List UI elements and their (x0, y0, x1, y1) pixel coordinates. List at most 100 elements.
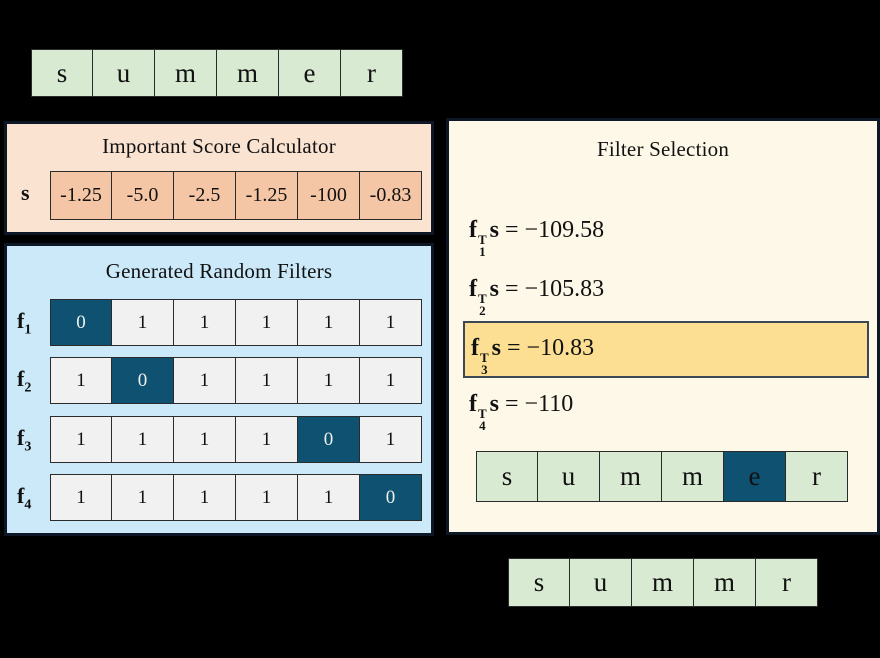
vector-f: f (469, 391, 477, 417)
filter-cell-zero: 0 (360, 474, 422, 521)
filter-label-letter: f (17, 425, 25, 450)
superscript-T: T (478, 232, 487, 247)
generated-random-filters-panel: Generated Random Filters f1 0 1 1 1 1 1 … (4, 243, 434, 536)
score-cell: -1.25 (50, 171, 112, 220)
filter-cell: 1 (112, 474, 174, 521)
filter-cell: 1 (174, 357, 236, 404)
letter-cell: e (279, 49, 341, 97)
selection-panel-title: Filter Selection (596, 137, 730, 161)
filter-cell: 1 (50, 416, 112, 463)
filter-cell: 1 (112, 416, 174, 463)
filter-label-letter: f (17, 366, 25, 391)
score-cell: -2.5 (174, 171, 236, 220)
top-word-row: s u m m e r (31, 49, 403, 97)
filter-cell: 1 (236, 357, 298, 404)
filter-cell: 1 (360, 416, 422, 463)
score-panel-title: Important Score Calculator (102, 134, 336, 158)
letter-cell: r (786, 451, 848, 502)
score-row: -1.25 -5.0 -2.5 -1.25 -100 -0.83 (50, 171, 422, 220)
filter-cell: 1 (174, 474, 236, 521)
superscript-T: T (480, 350, 489, 365)
letter-cell: m (662, 451, 724, 502)
vector-f: f (469, 276, 477, 302)
filter-cell: 1 (174, 299, 236, 346)
important-score-calculator-panel: Important Score Calculator s -1.25 -5.0 … (4, 121, 434, 235)
filter-row-f4: 1 1 1 1 1 0 (50, 474, 422, 521)
letter-cell: m (632, 558, 694, 607)
score-row-label: s (21, 180, 30, 205)
letter-cell: s (476, 451, 538, 502)
filter-cell: 1 (50, 357, 112, 404)
filter-row-f1: 0 1 1 1 1 1 (50, 299, 422, 346)
letter-cell: m (694, 558, 756, 607)
filter-cell: 1 (298, 474, 360, 521)
bottom-word-row: s u m m r (508, 558, 818, 607)
filter-label-letter: f (17, 308, 25, 333)
filter-cell-zero: 0 (50, 299, 112, 346)
selection-word-row: s u m m e r (476, 451, 848, 502)
letter-cell: u (570, 558, 632, 607)
filter-cell-zero: 0 (298, 416, 360, 463)
subscript-index: 1 (479, 244, 486, 260)
score-cell: -0.83 (360, 171, 422, 220)
equation-result: = −10.83 (507, 335, 595, 361)
filter-label-index: 1 (24, 322, 32, 338)
filter-row-f2: 1 0 1 1 1 1 (50, 357, 422, 404)
vector-f: f (469, 217, 477, 243)
vector-s: s (491, 335, 502, 361)
letter-cell: r (341, 49, 403, 97)
subscript-index: 2 (479, 303, 486, 319)
filter-cell: 1 (174, 416, 236, 463)
equation-result: = −105.83 (505, 276, 605, 302)
equation-result: = −110 (505, 391, 574, 417)
letter-cell: m (600, 451, 662, 502)
filter-cell: 1 (50, 474, 112, 521)
filter-label-index: 2 (24, 380, 32, 396)
letter-cell: u (538, 451, 600, 502)
filter-label-index: 3 (24, 439, 32, 455)
filter-cell: 1 (360, 299, 422, 346)
letter-cell: m (217, 49, 279, 97)
subscript-index: 4 (479, 418, 486, 434)
letter-cell-deleted: e (724, 451, 786, 502)
filter-cell: 1 (360, 357, 422, 404)
filter-row-f3: 1 1 1 1 0 1 (50, 416, 422, 463)
letter-cell: r (756, 558, 818, 607)
letter-cell: m (155, 49, 217, 97)
filter-cell: 1 (298, 357, 360, 404)
letter-cell: s (31, 49, 93, 97)
score-cell: -5.0 (112, 171, 174, 220)
vector-s: s (489, 276, 500, 302)
vector-s: s (489, 391, 500, 417)
subscript-index: 3 (481, 362, 488, 378)
score-cell: -1.25 (236, 171, 298, 220)
filter-label-f1: f1 (17, 308, 31, 338)
filter-cell: 1 (236, 416, 298, 463)
superscript-T: T (478, 291, 487, 306)
letter-cell: s (508, 558, 570, 607)
filter-cell: 1 (236, 299, 298, 346)
filter-label-f3: f3 (17, 425, 31, 455)
equation-result: = −109.58 (505, 217, 605, 243)
score-cell: -100 (298, 171, 360, 220)
filter-cell: 1 (236, 474, 298, 521)
filter-label-f2: f2 (17, 366, 31, 396)
superscript-T: T (478, 406, 487, 421)
filters-panel-title: Generated Random Filters (105, 259, 333, 283)
filter-label-index: 4 (24, 497, 32, 513)
vector-s: s (489, 217, 500, 243)
filter-label-f4: f4 (17, 483, 31, 513)
filter-cell: 1 (298, 299, 360, 346)
letter-cell: u (93, 49, 155, 97)
filter-cell: 1 (112, 299, 174, 346)
